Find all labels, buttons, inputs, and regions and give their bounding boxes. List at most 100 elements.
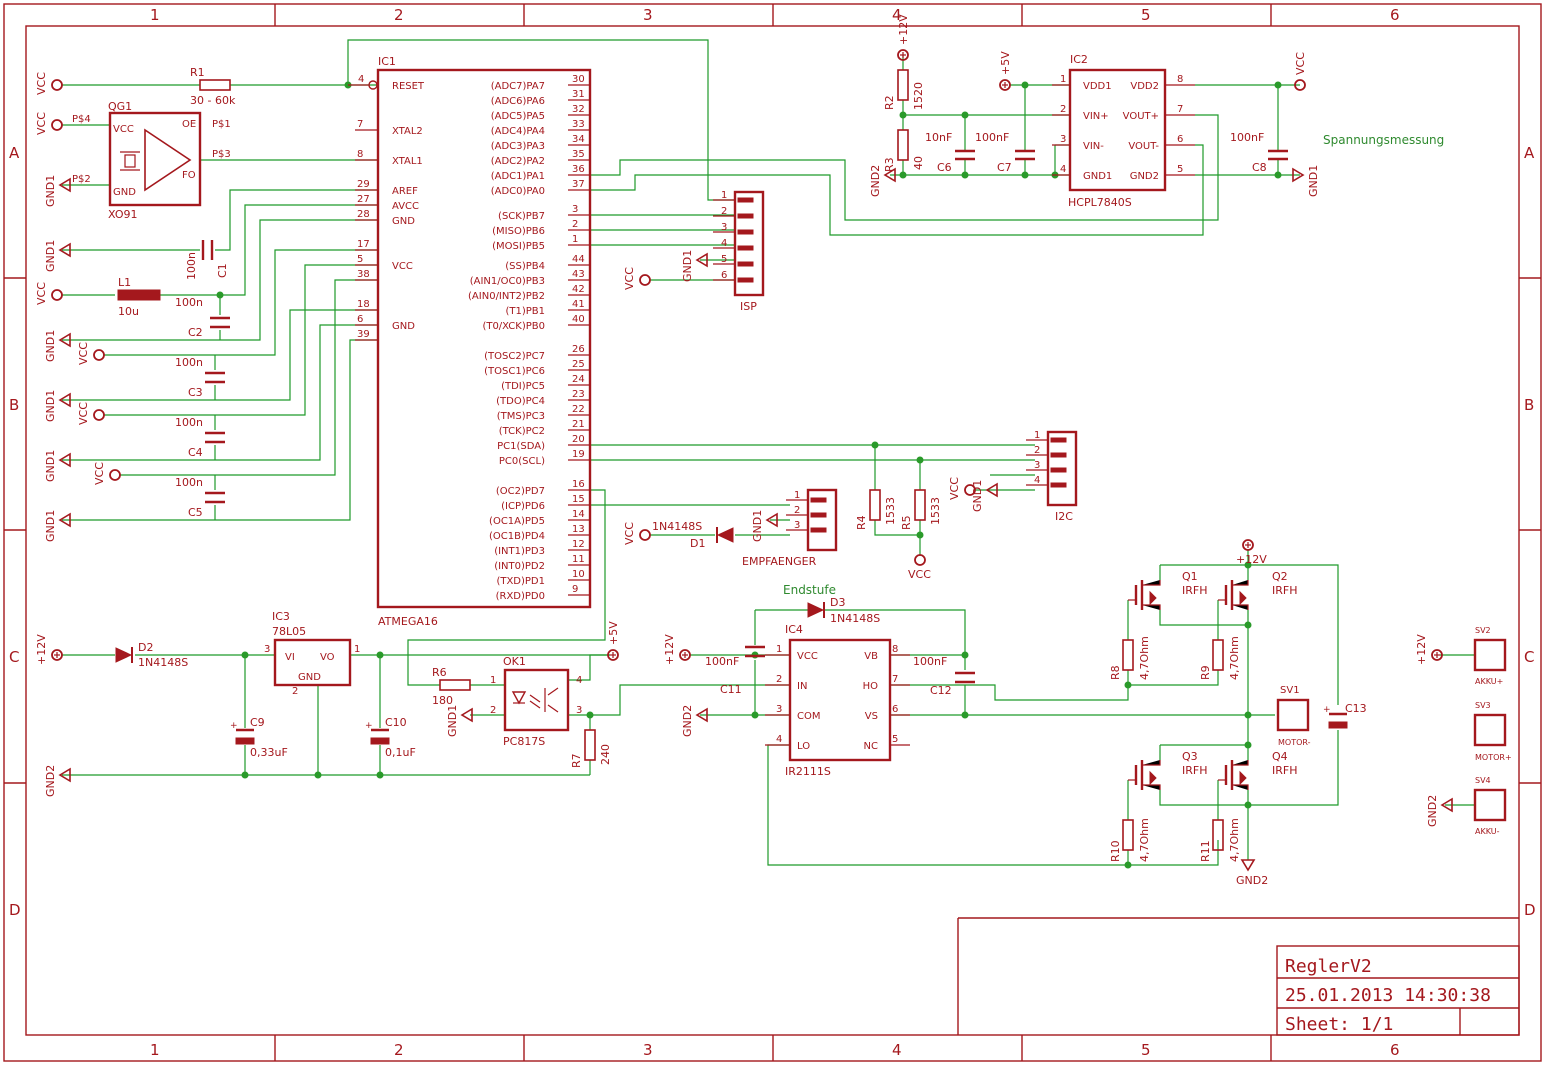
ground-symbol: GND1 bbox=[971, 480, 998, 512]
sv3-connector[interactable]: SV3 MOTOR+ bbox=[1473, 701, 1512, 762]
c3-value: 100n bbox=[175, 356, 203, 369]
capacitor-c1[interactable]: 100n C1 bbox=[185, 240, 229, 280]
resistor-r4[interactable]: R4 1533 bbox=[855, 489, 897, 530]
r7-value: 240 bbox=[599, 744, 612, 765]
resistor-r9[interactable]: R9 4,7Ohm bbox=[1199, 636, 1241, 680]
ic1-left-pin-number: 6 bbox=[357, 314, 363, 325]
ic1-right-pin-number: 43 bbox=[572, 269, 585, 280]
supply-symbol: VCC bbox=[1294, 52, 1307, 91]
ground-label: GND2 bbox=[869, 165, 882, 197]
junction-dots bbox=[216, 81, 1282, 869]
ic1-right-pin-number: 19 bbox=[572, 449, 585, 460]
connector-pin-contact bbox=[737, 277, 754, 283]
capacitor-c6[interactable]: 10nF C6 bbox=[925, 131, 975, 174]
ground-label: GND2 bbox=[681, 705, 694, 737]
diode-d3[interactable]: D3 1N4148S bbox=[807, 596, 880, 625]
ic1-right-pin-name: (MISO)PB6 bbox=[492, 226, 545, 237]
r5-value: 1533 bbox=[929, 497, 942, 525]
r6-ref: R6 bbox=[432, 666, 447, 679]
row-label-a: A bbox=[9, 144, 20, 162]
inductor-l1[interactable]: L1 10u bbox=[117, 276, 161, 318]
sv1-connector[interactable]: SV1 MOTOR- bbox=[1276, 685, 1311, 747]
c11-ref: C11 bbox=[720, 683, 742, 696]
c4-ref: C4 bbox=[188, 446, 203, 459]
ok1-optocoupler[interactable]: OK1 PC817S 1 2 3 4 bbox=[490, 655, 582, 748]
empfaenger-connector[interactable]: 123 EMPFAENGER bbox=[742, 488, 838, 568]
ic1-left-pin-number: 28 bbox=[357, 209, 370, 220]
resistor-r1[interactable]: R1 30 - 60k bbox=[190, 66, 236, 107]
q2-ref: Q2 bbox=[1272, 570, 1288, 583]
ic1-right-pin-number: 26 bbox=[572, 344, 585, 355]
resistor-r6[interactable]: R6 180 bbox=[432, 666, 471, 707]
mosfet-q4[interactable]: Q4 IRFH bbox=[1218, 750, 1298, 790]
resistor-r5[interactable]: R5 1533 bbox=[900, 489, 942, 530]
ic3-value: 78L05 bbox=[272, 625, 306, 638]
ground-label: GND1 bbox=[44, 175, 57, 207]
ic1-left-pin-number: 7 bbox=[357, 119, 363, 130]
qg1-oscillator[interactable]: QG1 XO91 VCC GND OE FO P$4 P$2 P$1 P$3 bbox=[72, 100, 231, 221]
mosfet-q3[interactable]: Q3 IRFH bbox=[1128, 750, 1208, 790]
r9-ref: R9 bbox=[1199, 665, 1212, 680]
capacitor-c4[interactable]: 100n C4 bbox=[175, 416, 225, 459]
r3-ref: R3 bbox=[883, 157, 896, 172]
supply-symbol: VCC bbox=[623, 267, 651, 290]
capacitor-c9[interactable]: + C9 0,33uF bbox=[230, 716, 288, 759]
q3-ref: Q3 bbox=[1182, 750, 1198, 763]
note-spannungsmessung: Spannungsmessung bbox=[1323, 133, 1444, 147]
ic2-hcpl7840[interactable]: IC2 HCPL7840S 1VDD12VIN+3VIN-4GND18VDD27… bbox=[1052, 53, 1195, 209]
capacitor-c11[interactable]: 100nF C11 bbox=[705, 645, 765, 696]
ground-symbol: GND1 bbox=[44, 510, 71, 542]
mosfet-q2[interactable]: Q2 IRFH bbox=[1218, 570, 1298, 610]
diode-d1[interactable]: 1N4148S D1 bbox=[652, 520, 734, 550]
resistor-r2[interactable]: R2 1520 bbox=[883, 69, 925, 110]
ic1-right-pin-name: (TDO)PC4 bbox=[496, 396, 545, 407]
capacitor-c7[interactable]: 100nF C7 bbox=[975, 131, 1035, 174]
ic1-ref: IC1 bbox=[378, 55, 396, 68]
ic1-left-pin-name: XTAL2 bbox=[392, 126, 423, 137]
capacitor-c12[interactable]: 100nF C12 bbox=[913, 655, 975, 697]
ic1-left-pin-name: AREF bbox=[392, 186, 418, 197]
r11-value: 4,7Ohm bbox=[1228, 818, 1241, 862]
resistor-r10[interactable]: R10 4,7Ohm bbox=[1109, 818, 1151, 862]
ic3-pin-num-1: 1 bbox=[354, 644, 360, 655]
r1-ref: R1 bbox=[190, 66, 205, 79]
l1-ref: L1 bbox=[118, 276, 131, 289]
mosfet-q1[interactable]: Q1 IRFH bbox=[1128, 570, 1208, 610]
ic4-pin-name: VB bbox=[864, 651, 878, 662]
capacitor-c5[interactable]: 100n C5 bbox=[175, 476, 225, 519]
d3-ref: D3 bbox=[830, 596, 845, 609]
wires bbox=[62, 39, 1475, 866]
resistor-r11[interactable]: R11 4,7Ohm bbox=[1199, 818, 1241, 862]
ic1-right-pin-name: (SCK)PB7 bbox=[498, 211, 545, 222]
capacitor-c10[interactable]: + C10 0,1uF bbox=[365, 716, 416, 759]
c9-ref: C9 bbox=[250, 716, 265, 729]
diode-d2[interactable]: D2 1N4148S bbox=[115, 641, 188, 669]
resistor-r7[interactable]: R7 240 bbox=[570, 729, 612, 768]
resistor-r3[interactable]: R3 40 bbox=[883, 129, 925, 172]
resistor-r8[interactable]: R8 4,7Ohm bbox=[1109, 636, 1151, 680]
sv2-connector[interactable]: SV2 AKKU+ bbox=[1473, 626, 1507, 686]
r1-value: 30 - 60k bbox=[190, 94, 236, 107]
capacitor-c2[interactable]: 100n C2 bbox=[175, 296, 230, 339]
supply-label: +12V bbox=[35, 634, 48, 665]
ic4-pin-name: IN bbox=[797, 681, 807, 692]
ic3-78l05[interactable]: IC3 78L05 VI VO GND 3 1 2 bbox=[264, 610, 360, 697]
ic1-left-pin-number: 17 bbox=[357, 239, 370, 250]
ic1-atmega16[interactable]: IC1 ATMEGA16 4RESET7XTAL28XTAL129AREF27A… bbox=[348, 55, 592, 628]
capacitor-c3[interactable]: 100n C3 bbox=[175, 356, 225, 399]
col-label-5-bottom: 5 bbox=[1141, 1041, 1151, 1059]
ic2-pin-number: 1 bbox=[1060, 74, 1066, 85]
sv4-connector[interactable]: SV4 AKKU- bbox=[1473, 776, 1507, 836]
ic1-right-pin-name: (ADC6)PA6 bbox=[491, 96, 545, 107]
ok1-pin-2: 2 bbox=[490, 705, 496, 716]
ic2-value: HCPL7840S bbox=[1068, 196, 1132, 209]
row-label-d: D bbox=[9, 901, 21, 919]
c8-ref: C8 bbox=[1252, 161, 1267, 174]
ic1-right-pin-name: (MOSI)PB5 bbox=[492, 241, 545, 252]
capacitor-c8[interactable]: 100nF C8 bbox=[1230, 131, 1288, 174]
supply-label: VCC bbox=[948, 477, 961, 500]
capacitor-c13[interactable]: + C13 bbox=[1323, 702, 1367, 729]
